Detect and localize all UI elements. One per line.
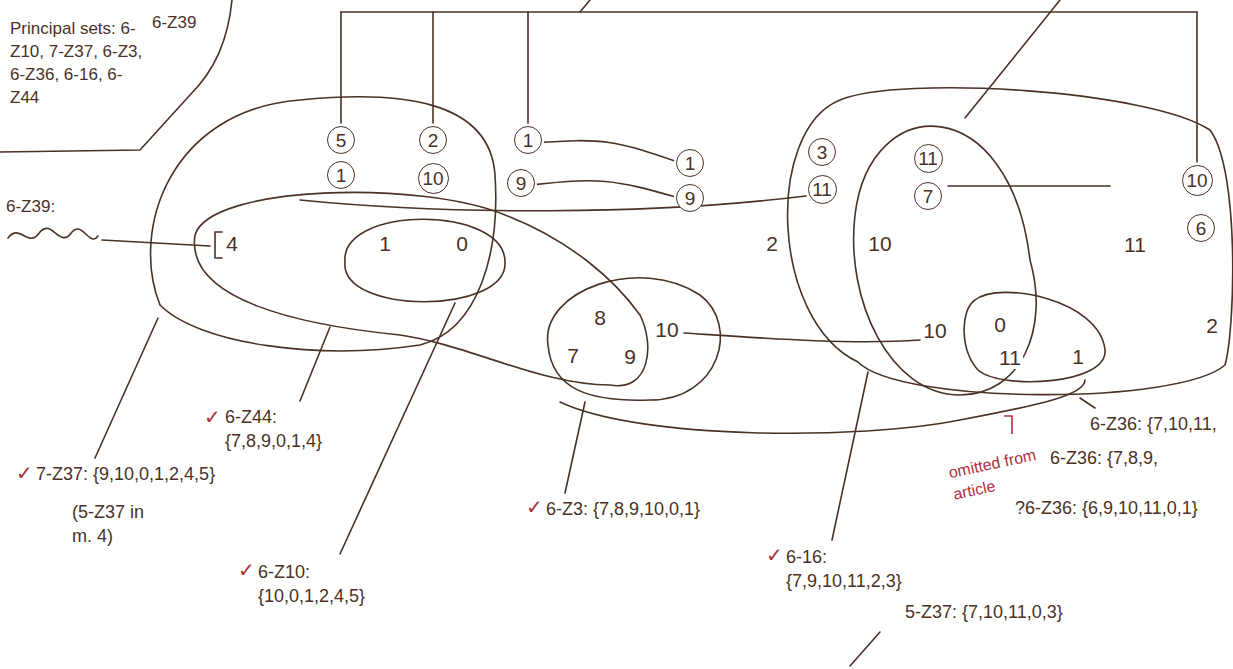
top-bracket (341, 11, 1197, 13)
bracket-drop (1196, 12, 1198, 162)
check-mark: ✓ (16, 460, 33, 487)
pitch-class-number: 11 (1122, 234, 1148, 256)
set-curve (684, 333, 920, 342)
set-label: 5-Z37: {7,10,11,0,3} (905, 600, 1063, 624)
pitch-class-number: 2 (764, 233, 780, 255)
pitch-class-number: 2 (1204, 315, 1220, 337)
circled-number: 11 (808, 175, 837, 204)
pitch-class: 9 (685, 189, 696, 208)
pitch-class-number: 10 (653, 319, 680, 341)
circled-number: 10 (1182, 165, 1213, 196)
leader-line (565, 402, 585, 493)
set-label: 6-Z3: {7,8,9,10,0,1} (546, 497, 700, 521)
pitch-class: 6 (1196, 219, 1207, 238)
tie-line (544, 141, 674, 161)
pitch-class-number: 1 (377, 233, 393, 255)
pitch-class-number: 10 (866, 233, 893, 255)
set-curve (788, 88, 1233, 395)
circled-number: 6 (1187, 214, 1215, 242)
circled-number: 3 (808, 138, 836, 166)
note: (5-Z37 in m. 4) (72, 500, 154, 549)
pitch-class: 3 (817, 143, 828, 162)
pitch-class: 10 (422, 169, 443, 188)
pitch-class-number: 10 (921, 320, 948, 342)
set-curve (300, 196, 806, 211)
check-mark: ✓ (526, 494, 543, 521)
set-curve (194, 192, 647, 385)
circled-number: 5 (327, 126, 355, 154)
set-label: 6-Z10: {10,0,1,2,4,5} (258, 560, 380, 609)
leader-line (965, 0, 1060, 118)
set-curve (548, 278, 721, 400)
bracket-drop (527, 12, 529, 123)
check-mark: ✓ (204, 404, 221, 431)
circled-number: 10 (418, 163, 449, 194)
set-curve (560, 380, 1085, 433)
set-curve (854, 126, 1037, 395)
leader-line (832, 372, 868, 540)
set-label: ?6-Z36: {6,9,10,11,0,1} (1015, 496, 1198, 520)
red-bracket (1004, 416, 1012, 434)
pitch-class: 1 (336, 166, 347, 185)
pitch-class: 5 (336, 131, 347, 150)
circled-number: 1 (676, 149, 704, 177)
circled-number: 1 (514, 126, 542, 154)
set-curve (964, 292, 1105, 381)
pitch-class: 7 (923, 187, 934, 206)
pitch-class-number: 0 (992, 314, 1008, 336)
pitch-class: 11 (812, 180, 832, 199)
circled-number: 9 (676, 184, 704, 212)
principal-sets-note: Principal sets: 6-Z10, 7-Z37, 6-Z3, 6-Z3… (10, 18, 150, 110)
bracket (215, 232, 222, 258)
pitch-class-number: 4 (224, 233, 240, 255)
corner-border (0, 0, 232, 152)
leader-line (300, 327, 330, 401)
pitch-class-number: 9 (622, 346, 638, 368)
pitch-class: 11 (918, 149, 938, 168)
tie-line (537, 181, 674, 197)
pitch-class-number: 8 (592, 307, 608, 329)
pitch-class: 1 (523, 131, 534, 150)
bracket-drop (340, 12, 342, 123)
scribble (8, 228, 98, 239)
leader-line (340, 303, 455, 554)
check-mark: ✓ (766, 542, 783, 569)
set-label: 6-Z44: {7,8,9,0,1,4} (225, 405, 337, 454)
set-label: 6-Z36: {7,8,9, (1050, 446, 1158, 470)
set-label: 6-16: {7,9,10,11,2,3} (786, 545, 912, 594)
pitch-class-number: 7 (565, 345, 581, 367)
circled-number: 11 (914, 144, 943, 173)
pitch-class: 9 (516, 174, 527, 193)
circled-number: 9 (507, 169, 535, 197)
leader-line (948, 185, 1110, 187)
leader-line (95, 318, 158, 458)
set-label: 7-Z37: {9,10,0,1,2,4,5} (36, 462, 215, 486)
bracket-drop (580, 0, 590, 12)
pitch-class-number: 0 (454, 233, 470, 255)
set-name: 6-Z39: (6, 196, 55, 219)
pitch-class: 10 (1186, 171, 1207, 190)
pitch-class-number: 1 (1070, 346, 1086, 368)
pitch-class-number: 11 (997, 347, 1023, 369)
pitch-class: 1 (685, 154, 696, 173)
circled-number: 1 (327, 161, 355, 189)
inserted-set-name: 6-Z39 (152, 12, 196, 35)
check-mark: ✓ (238, 557, 255, 584)
pitch-class: 2 (428, 131, 439, 150)
leader-line (850, 632, 880, 666)
set-label: 6-Z36: {7,10,11, (1090, 412, 1217, 436)
leader-line (1080, 398, 1095, 408)
circled-number: 7 (914, 182, 942, 210)
circled-number: 2 (419, 126, 447, 154)
set-curve (345, 219, 505, 302)
margin-note: omitted from article (947, 442, 1052, 505)
